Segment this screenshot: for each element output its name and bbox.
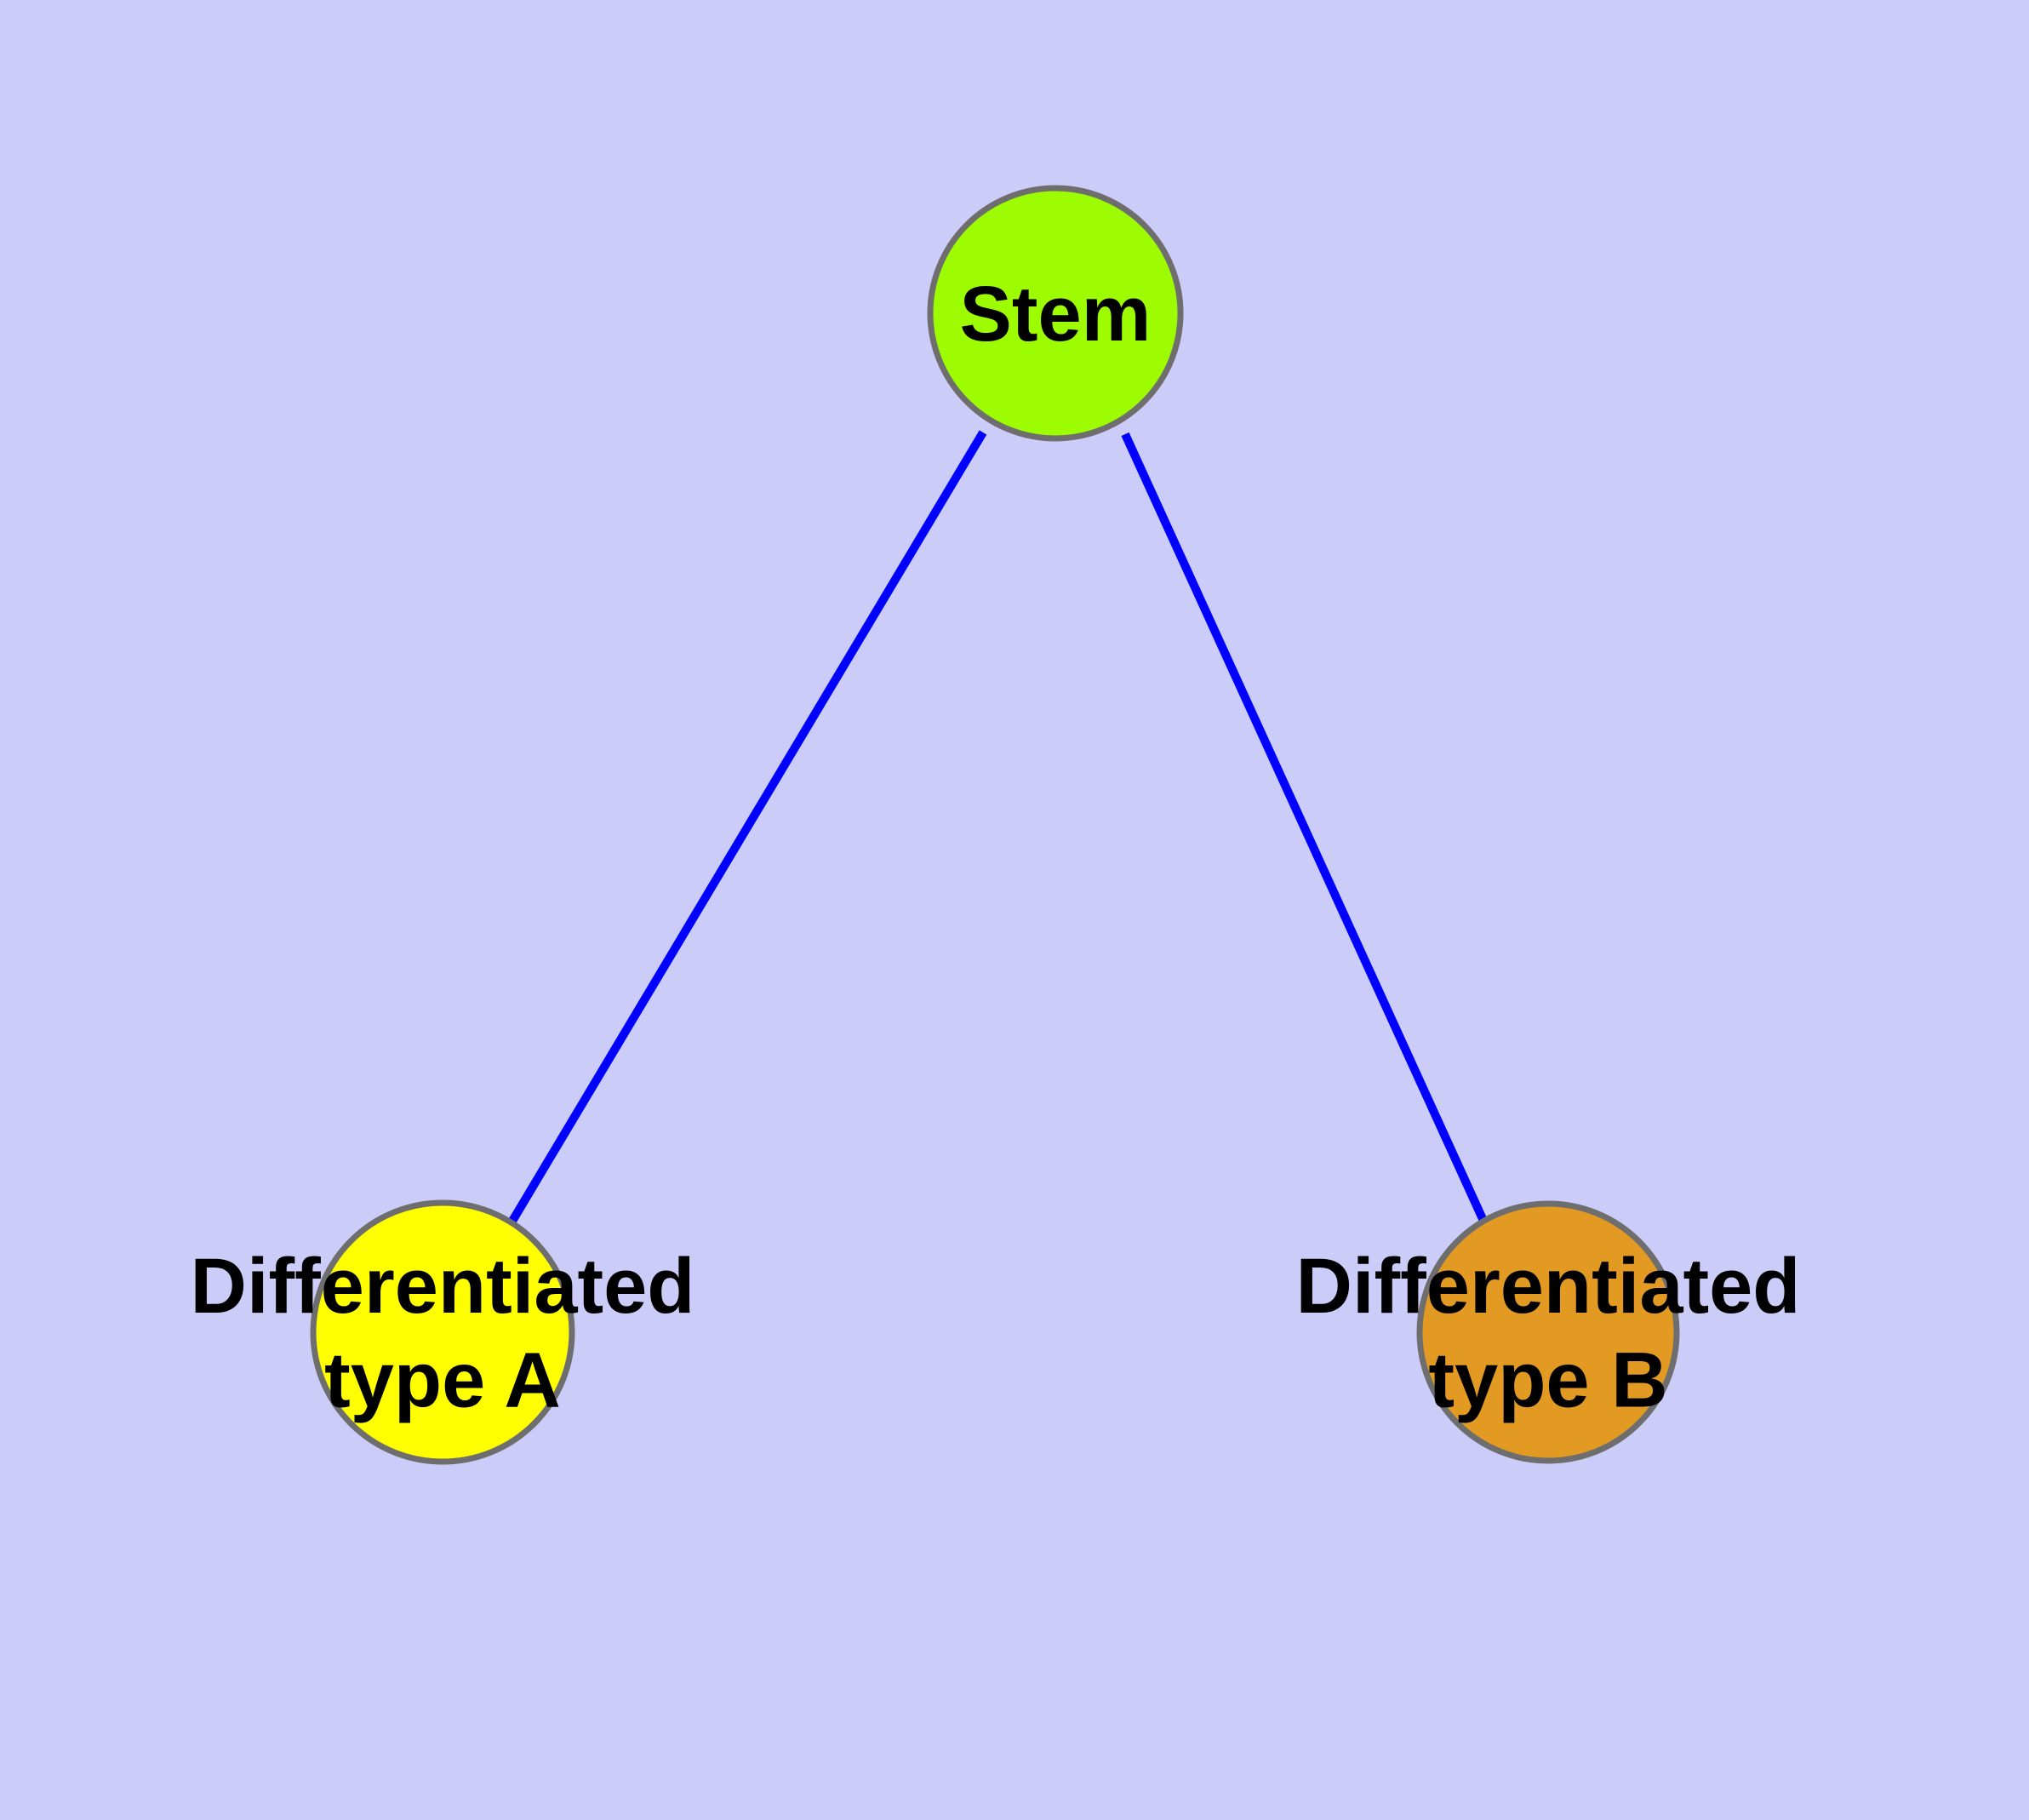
node-differentiated-type-a-circle[interactable]: [310, 1199, 575, 1465]
label-line: Differentiated: [191, 1243, 695, 1330]
node-stem-circle[interactable]: [927, 185, 1184, 442]
edge-stem-to-differentiated-type-b: [1121, 432, 1488, 1223]
label-line: type A: [324, 1336, 561, 1423]
node-differentiated-type-b-circle[interactable]: [1416, 1200, 1680, 1464]
label-line: Stem: [960, 271, 1152, 358]
label-line: type B: [1428, 1336, 1667, 1423]
edge-group: [507, 430, 1488, 1225]
node-stem-label: Stem: [960, 271, 1152, 358]
edge-stem-to-differentiated-type-a: [507, 430, 987, 1225]
label-line: Differentiated: [1296, 1243, 1801, 1330]
node-stem[interactable]: Stem: [927, 185, 1184, 442]
